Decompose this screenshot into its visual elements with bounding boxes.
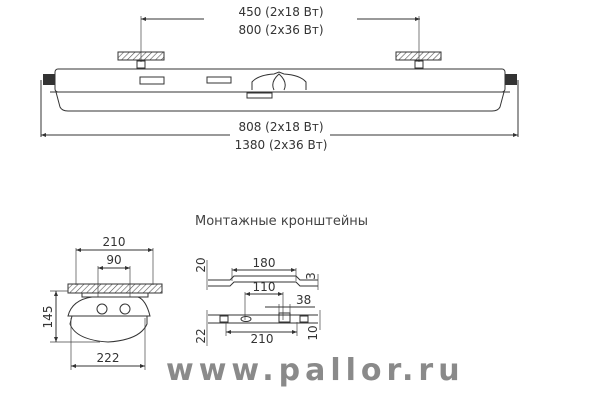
bracket-spacing-label: 90 [106, 253, 121, 267]
side-view: 210 90 145 222 [41, 235, 163, 370]
ceiling-plate-left [117, 51, 165, 61]
cable-gland-left [43, 74, 55, 85]
overall-length-36w: 1380 (2x36 Вт) [235, 138, 328, 152]
bracket-top-view [208, 275, 318, 287]
offset-label: 10 [306, 325, 320, 340]
brackets-title: Монтажные кронштейны [195, 214, 368, 229]
front-view: 450 (2x18 Вт) 800 (2x36 Вт) 808 (2x18 Вт… [40, 5, 519, 152]
slot-spacing-label: 110 [253, 280, 276, 294]
cable-gland-right [505, 74, 517, 85]
length-top-label: 180 [253, 256, 276, 270]
thickness-label: 3 [304, 272, 318, 280]
ceiling-plate [67, 283, 163, 294]
ceiling-plate-right [395, 51, 442, 61]
plate-width-label: 210 [103, 235, 126, 249]
diffuser [50, 91, 510, 112]
watermark: www.pallor.ru [166, 353, 465, 388]
overall-length-18w: 808 (2x18 Вт) [238, 120, 323, 134]
height-bottom-label: 22 [194, 328, 208, 343]
slot-width-label: 38 [296, 293, 311, 307]
bracket-spacing-18w: 450 (2x18 Вт) [238, 5, 323, 19]
body-width-label: 222 [97, 351, 120, 365]
mounting-brackets: Монтажные кронштейны 180 20 3 110 38 210… [194, 214, 368, 346]
height-label: 145 [41, 306, 55, 329]
length-bottom-label: 210 [251, 332, 274, 346]
height-top-label: 20 [194, 257, 208, 272]
bracket-spacing-36w: 800 (2x36 Вт) [238, 23, 323, 37]
